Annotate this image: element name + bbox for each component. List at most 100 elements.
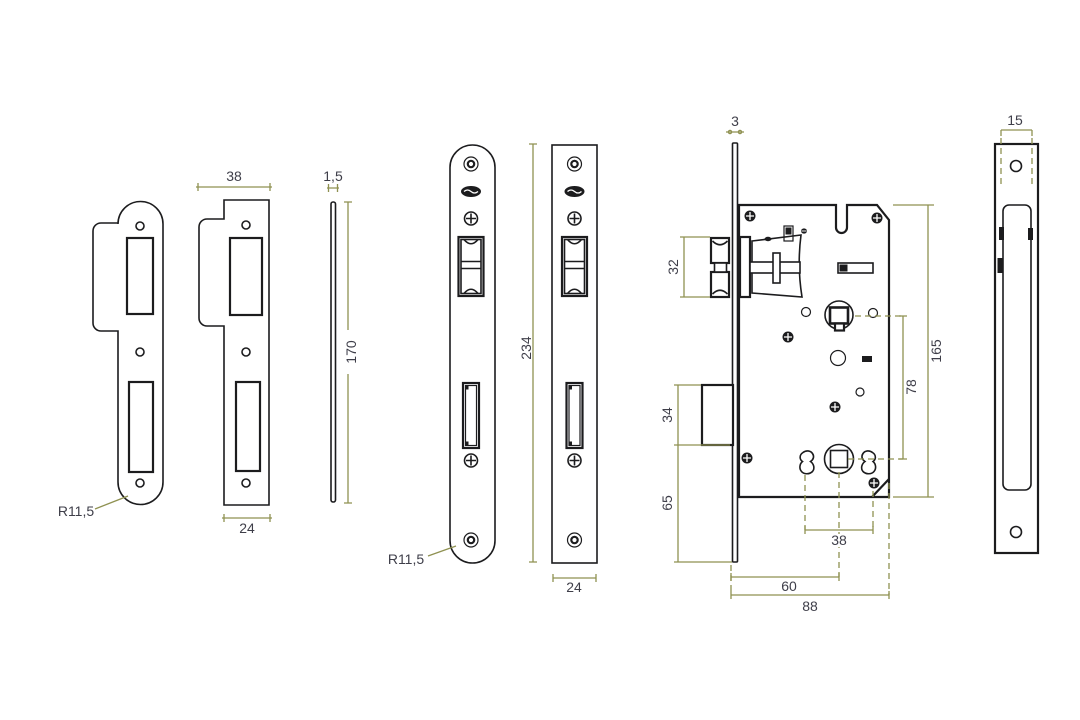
phillips-screw xyxy=(463,211,479,226)
hole xyxy=(800,306,812,318)
dim-text-backing xyxy=(827,534,851,547)
screw-hole xyxy=(1009,525,1023,539)
radius-label-strike: R11,5 xyxy=(58,503,95,519)
screw xyxy=(741,452,753,464)
screw xyxy=(871,212,883,224)
latch-guide-plate xyxy=(772,252,781,284)
strike-plate-dimensions xyxy=(196,183,355,522)
dim-line-depth-88 xyxy=(730,591,890,599)
screw xyxy=(868,477,880,489)
latch-bolt-assembly xyxy=(709,234,803,299)
screw-hole-outer xyxy=(566,532,583,548)
radius-leader-line xyxy=(94,495,129,510)
screw xyxy=(829,401,841,413)
strike-plate-square-view xyxy=(198,199,270,506)
dim-text-backset: 60 xyxy=(781,578,797,594)
dim-text-lower-section: 65 xyxy=(659,495,675,511)
adjust-slot-block xyxy=(839,264,848,272)
faceplate-rounded-view xyxy=(427,144,496,564)
stop-slide-knob xyxy=(785,227,792,235)
phillips-screw xyxy=(463,453,479,468)
faceplate-square-view xyxy=(551,144,598,564)
dim-dot xyxy=(737,129,743,135)
dim-line-backset-60 xyxy=(730,573,840,581)
screw-hole-outer xyxy=(566,156,583,172)
latch-bolt-cutout xyxy=(457,235,485,298)
dim-text-strike-width: 38 xyxy=(226,168,242,184)
side-pin xyxy=(997,258,1004,273)
lock-body-view xyxy=(674,129,934,599)
faceplate-rounded-outline xyxy=(449,144,496,564)
dim-line-width-38 xyxy=(196,183,272,191)
brand-logo-mark xyxy=(463,189,479,194)
dim-line-height-165 xyxy=(893,204,934,498)
lock-body-dimensions xyxy=(674,129,934,599)
screw xyxy=(744,210,756,222)
rear-case-outline xyxy=(1002,204,1032,491)
side-pin xyxy=(999,227,1004,240)
latch-cutout xyxy=(125,236,155,316)
screw-hole xyxy=(135,478,145,488)
dim-line-case-width-15 xyxy=(1000,129,1033,136)
screw-hole-outer xyxy=(463,532,479,548)
phillips-screw xyxy=(567,211,582,226)
latch-cutout xyxy=(228,236,264,317)
deadbolt-cutout xyxy=(127,380,155,474)
dim-text-faceplate-height: 234 xyxy=(518,336,534,360)
screw-hole-inner xyxy=(466,159,476,169)
dim-text-strike-plate-width: 24 xyxy=(239,520,255,536)
latch-block-bottom-curve xyxy=(711,289,729,295)
screw-hole xyxy=(241,220,251,230)
dim-line-height-234 xyxy=(529,143,537,563)
screw-hole-outer xyxy=(463,156,479,172)
fixing-hole-kidney xyxy=(799,450,815,475)
screw-hole-inner xyxy=(570,159,579,169)
dim-text-follower-spacing: 78 xyxy=(903,379,919,395)
lock-rear-view xyxy=(993,129,1040,555)
dim-text-faceplate-thickness: 3 xyxy=(731,113,739,129)
case-fixing-screws xyxy=(741,210,883,489)
hole xyxy=(829,349,847,367)
screw-hole-inner xyxy=(570,535,579,545)
latch-block-top-curve xyxy=(711,240,729,246)
phillips-screw xyxy=(567,453,582,468)
rivet-bar xyxy=(862,356,872,362)
dim-text-hole-spacing: 38 xyxy=(831,532,847,548)
dim-text-strike-height: 170 xyxy=(343,340,359,364)
case-corner-chamfer xyxy=(871,478,890,498)
screw-hole xyxy=(135,347,145,357)
stop-slide xyxy=(783,225,794,242)
dim-line-deadbolt-34 xyxy=(674,384,730,446)
dim-line-thickness xyxy=(327,184,339,192)
dim-line-followers-78 xyxy=(899,315,907,460)
dim-line-width-24 xyxy=(552,574,597,582)
dim-text-deadbolt-height: 34 xyxy=(659,407,675,423)
latch-bolt-cutout xyxy=(560,235,589,298)
strike-plate-square-outline xyxy=(198,199,270,506)
screw-hole xyxy=(135,221,145,231)
rear-view-dimensions xyxy=(1000,129,1033,185)
dim-dot xyxy=(727,129,733,135)
spindle-follower xyxy=(824,300,854,332)
dim-line-latch-32 xyxy=(680,236,710,298)
side-pin xyxy=(1028,228,1033,240)
faceplate-dimensions xyxy=(529,143,597,582)
dim-line-lower-65 xyxy=(674,445,732,563)
strike-plate-edge xyxy=(330,201,337,503)
dim-text-case-height: 165 xyxy=(928,339,944,363)
adjust-slot xyxy=(837,262,874,274)
screw xyxy=(782,331,794,343)
dim-line-holes-38 xyxy=(804,526,874,534)
screw-hole xyxy=(241,478,251,488)
deadbolt-cutout xyxy=(234,380,262,473)
deadbolt-cutout xyxy=(565,381,584,450)
dim-text-faceplate-width: 24 xyxy=(566,579,582,595)
radius-label-faceplate: R11,5 xyxy=(388,551,425,567)
dim-text-rear-case-width: 15 xyxy=(1007,112,1023,128)
dim-text-strike-thickness: 1,5 xyxy=(323,168,343,184)
faceplate-square-outline xyxy=(551,144,598,564)
screw-hole xyxy=(1009,159,1023,173)
hole xyxy=(855,387,865,397)
